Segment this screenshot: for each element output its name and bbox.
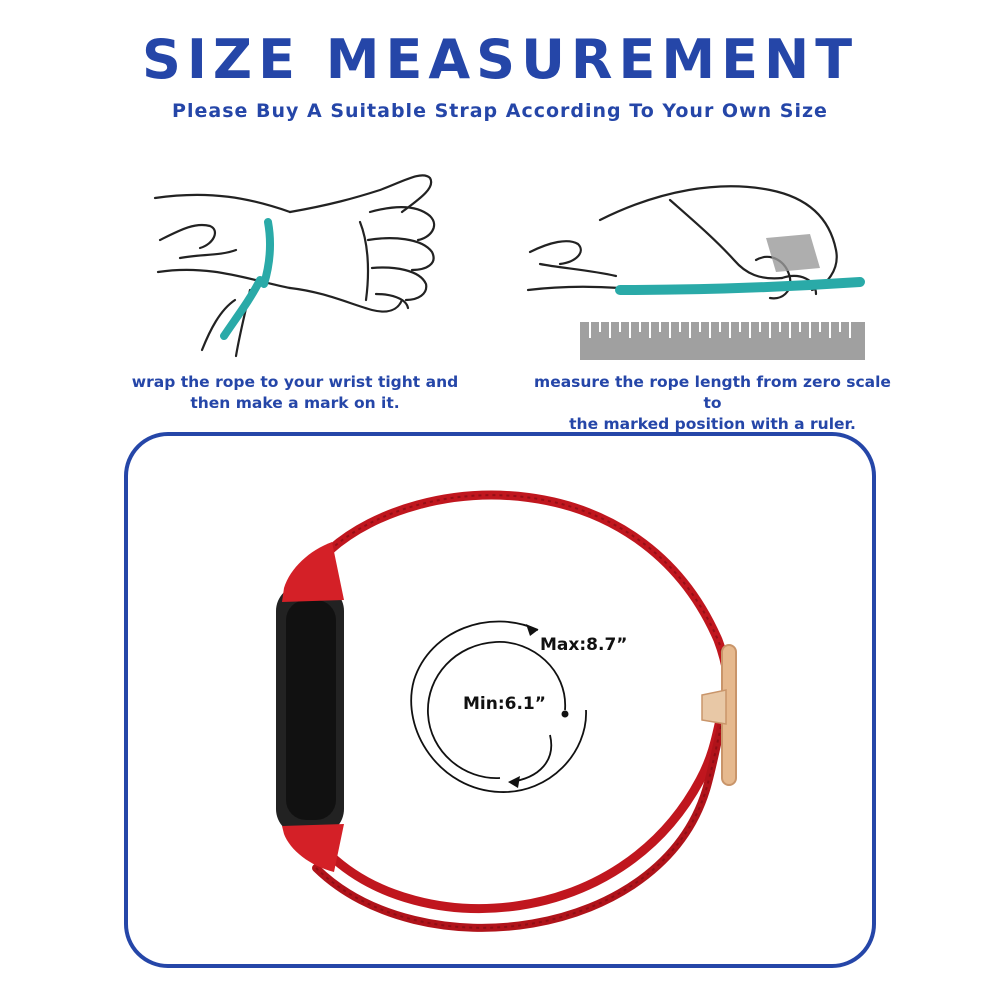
step-2-caption-line-2: the marked position with a ruler. [569,415,856,433]
wrist-wrap-illustration [153,174,436,358]
step-1-caption-line-2: then make a mark on it. [190,394,400,412]
step-1-caption-line-1: wrap the rope to your wrist tight and [131,373,459,391]
ruler-measure-illustration [526,185,865,360]
max-size-label: Max:8.7” [540,635,628,655]
step-2-caption: measure the rope length from zero scale … [525,372,900,435]
min-size-label: Min:6.1” [463,694,546,714]
step-1-caption: wrap the rope to your wrist tight and th… [120,372,470,414]
page-subtitle: Please Buy A Suitable Strap According To… [172,100,828,122]
size-range-arrows-icon [410,620,587,793]
page-title: SIZE MEASUREMENT [141,28,859,91]
step-2-caption-line-1: measure the rope length from zero scale … [534,373,891,412]
product-frame [124,432,876,968]
